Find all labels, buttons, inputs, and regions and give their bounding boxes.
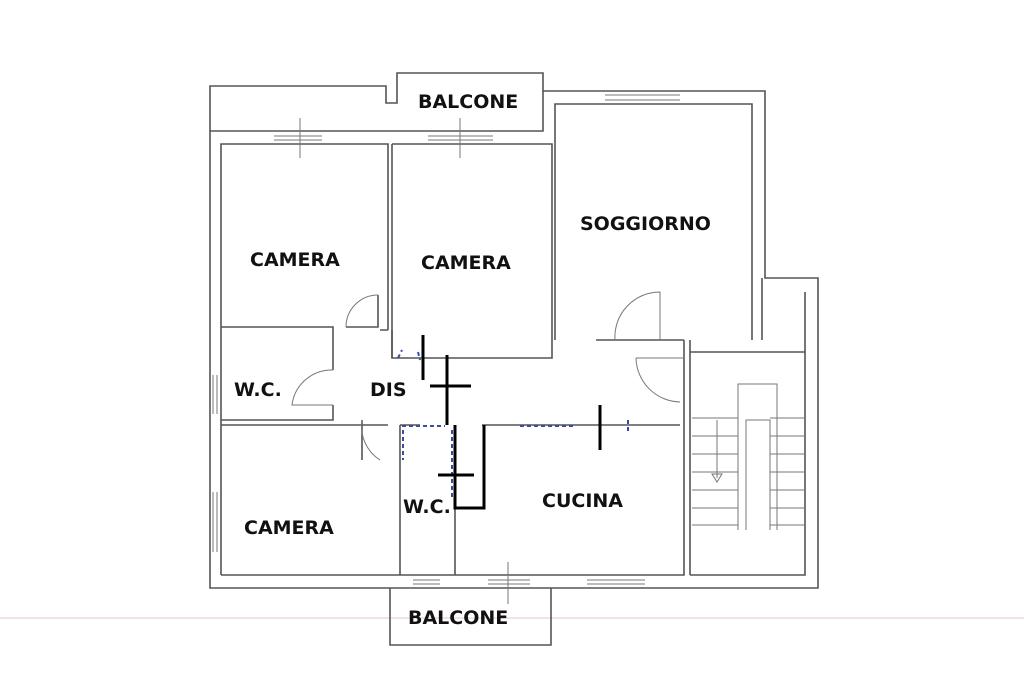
room-label-camera-3: CAMERA bbox=[244, 517, 334, 539]
interior-walls bbox=[221, 295, 805, 575]
pen-annotations bbox=[397, 349, 629, 500]
room-label-balcone-top: BALCONE bbox=[418, 91, 519, 113]
room-label-balcone-bottom: BALCONE bbox=[408, 607, 509, 629]
room-label-camera-1: CAMERA bbox=[250, 249, 340, 271]
room-label-dis: DIS bbox=[370, 379, 407, 401]
room-label-camera-2: CAMERA bbox=[421, 252, 511, 274]
door-swings bbox=[291, 291, 684, 461]
room-label-wc-1: W.C. bbox=[234, 379, 282, 401]
room-label-wc-2: W.C. bbox=[403, 496, 451, 518]
bottom-balcony bbox=[389, 588, 552, 646]
windows bbox=[212, 94, 680, 604]
room-label-soggiorno: SOGGIORNO bbox=[580, 213, 711, 235]
staircase bbox=[692, 383, 805, 530]
new-wall-marks bbox=[421, 335, 602, 510]
exterior-walls bbox=[209, 72, 819, 589]
room-label-cucina: CUCINA bbox=[542, 490, 623, 512]
